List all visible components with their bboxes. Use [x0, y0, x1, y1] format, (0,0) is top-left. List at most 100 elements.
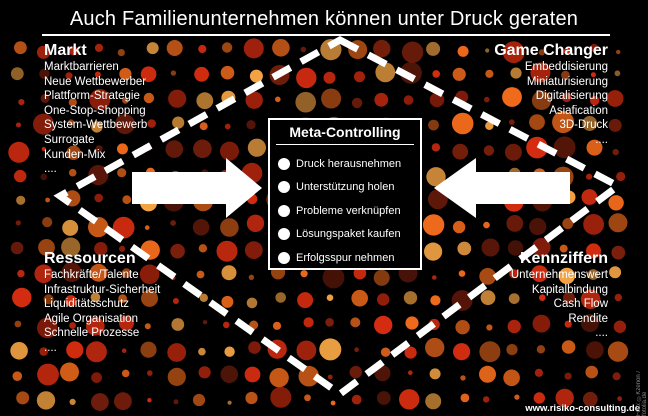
background-dot [460, 393, 470, 403]
background-dot [221, 295, 234, 308]
background-dot [479, 365, 496, 383]
list-item-label: Probleme verknüpfen [296, 204, 401, 217]
background-dot [586, 173, 593, 180]
background-dot [426, 41, 441, 56]
background-dot [18, 99, 25, 106]
background-dot [170, 220, 177, 226]
background-dot [531, 90, 552, 110]
background-dot [532, 238, 551, 257]
background-dot [374, 315, 393, 335]
dashed-diamond-frame [53, 36, 625, 399]
background-dot [426, 167, 446, 187]
background-dot [330, 400, 336, 406]
background-dot [296, 340, 317, 361]
background-dot [199, 293, 208, 302]
background-dot [504, 143, 522, 161]
section-markt: Markt Marktbarrieren Neue Wettbewerber P… [44, 42, 147, 177]
background-dot [69, 322, 76, 329]
background-dot [432, 70, 441, 78]
background-dot [86, 317, 105, 336]
background-dot [14, 320, 22, 328]
background-dot [143, 92, 155, 104]
background-dot [457, 241, 472, 256]
background-dot [89, 89, 111, 110]
background-dot [224, 346, 235, 357]
background-dot [502, 41, 525, 64]
background-dot [16, 122, 21, 128]
list-item: Marktbarrieren [44, 61, 119, 73]
background-dot [198, 347, 206, 356]
background-dot [91, 121, 103, 133]
background-dot [295, 91, 317, 113]
background-dot [121, 348, 127, 354]
background-dot [529, 114, 545, 130]
section-kennziffern: Kennziffern Unternehmenswert Kapitalbind… [511, 250, 608, 341]
background-dot [451, 112, 474, 135]
list-item: System-Wettbewerb [44, 119, 148, 132]
background-dot [95, 145, 103, 153]
background-dot [354, 347, 359, 353]
background-dot [94, 242, 108, 256]
background-dot [586, 139, 603, 156]
background-dot [140, 66, 157, 82]
background-dot [532, 314, 551, 333]
background-dot [220, 218, 239, 237]
background-dot [580, 289, 601, 310]
meta-controlling-title: Meta-Controlling [289, 124, 401, 140]
list-item: Surrogate [44, 133, 95, 146]
meta-controlling-divider [276, 144, 414, 145]
background-dot [246, 214, 265, 232]
background-dot [585, 365, 598, 379]
background-dot [351, 289, 369, 307]
background-dot [561, 70, 570, 80]
meta-controlling-box: Meta-Controlling Druck herausnehmen Unte… [268, 118, 422, 270]
section-heading-game-changer: Game Changer [494, 42, 608, 59]
background-dot [223, 321, 230, 329]
background-dot [319, 338, 342, 361]
background-dot [65, 72, 73, 80]
background-dot [321, 88, 342, 109]
background-dot [117, 49, 125, 57]
background-dot [39, 347, 48, 356]
bullet-icon [278, 204, 290, 217]
background-dot [147, 398, 152, 403]
background-dot [68, 98, 77, 107]
background-dot [327, 374, 333, 380]
background-dot [325, 318, 334, 327]
background-dot [248, 274, 255, 280]
background-dot [246, 297, 258, 309]
background-dot [608, 195, 624, 211]
background-dot [502, 87, 522, 107]
background-dot [608, 213, 628, 233]
background-dot [354, 71, 365, 83]
list-item: .... [595, 133, 608, 146]
background-dot [117, 143, 128, 155]
background-dot [121, 369, 130, 378]
background-dot [351, 394, 362, 405]
background-dot [91, 393, 109, 411]
background-dot [582, 391, 598, 407]
background-dot [245, 91, 263, 109]
photo-credit: Foto: ©Kzenon / fotolia.de [636, 370, 648, 416]
background-dot [198, 44, 207, 54]
list-item: Unterstützung holen [278, 176, 401, 200]
background-dot [171, 318, 185, 331]
background-dot [350, 317, 361, 328]
background-dot [10, 342, 28, 360]
background-dot [404, 346, 417, 359]
background-dot [12, 287, 32, 308]
background-dot [529, 218, 547, 236]
bullet-icon [278, 228, 290, 241]
background-dot [562, 218, 574, 230]
list-item: Asiafication [549, 104, 608, 117]
background-dot [115, 114, 135, 135]
background-dot [481, 238, 500, 257]
background-dot [220, 65, 235, 80]
background-dot [590, 72, 596, 78]
right-arrow-icon [132, 158, 262, 218]
background-dot [428, 119, 439, 131]
background-dot [119, 245, 126, 252]
list-item: .... [44, 163, 57, 176]
background-dot [351, 97, 363, 109]
background-dot [405, 316, 419, 330]
